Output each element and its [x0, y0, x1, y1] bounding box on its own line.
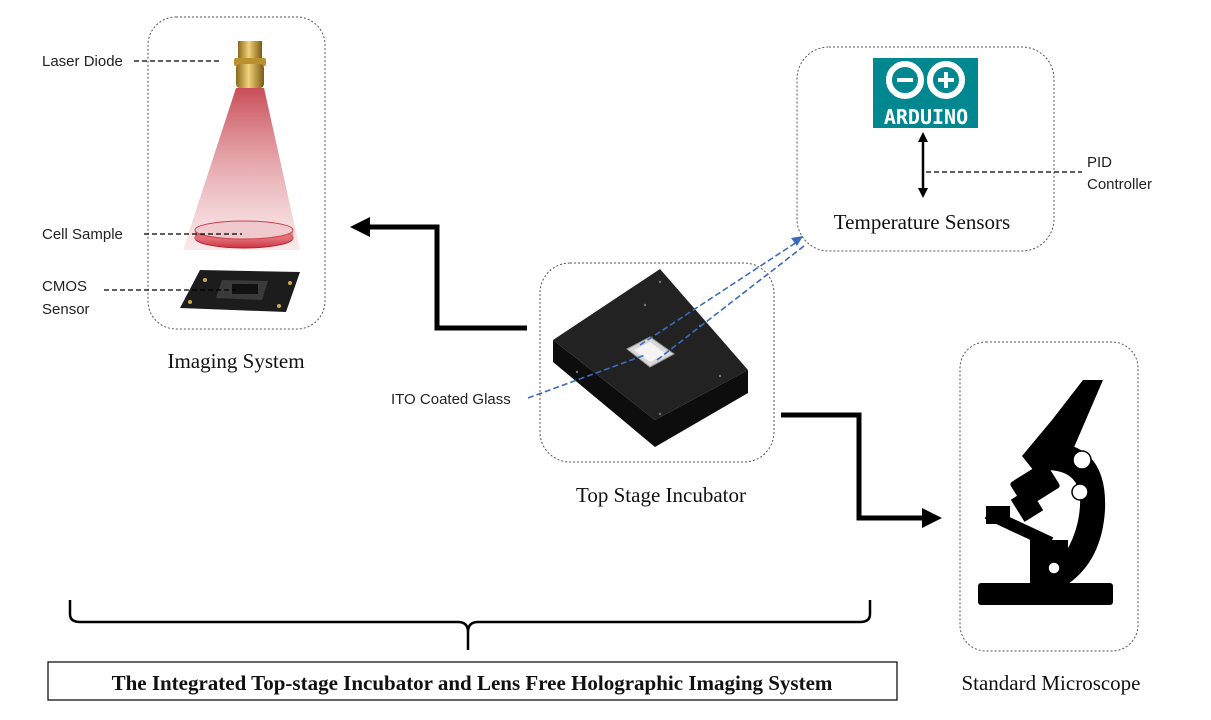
- cmos-label-line1: CMOS: [42, 278, 87, 295]
- cmos-sensor-icon: [180, 270, 300, 312]
- laser-diode-icon: [234, 41, 266, 88]
- incubator-device-icon: [553, 269, 748, 447]
- imaging-system-box: [147, 16, 326, 330]
- bottom-brace-group: The Integrated Top-stage Incubator and L…: [47, 600, 898, 701]
- incubator-caption: Top Stage Incubator: [576, 483, 746, 507]
- temperature-box: [796, 46, 1055, 252]
- incubator-box: [539, 262, 775, 463]
- sensor-link-line-2: [656, 245, 805, 361]
- temperature-group: ARDUINO PID Controller Temperature Senso…: [796, 46, 1152, 252]
- ito-leader-line: [527, 354, 646, 399]
- title-box: [47, 661, 898, 701]
- temperature-sensors-caption: Temperature Sensors: [834, 210, 1010, 234]
- flow-arrows: [350, 217, 942, 528]
- incubator-group: ITO Coated Glass Top Stage Incubator: [391, 236, 805, 507]
- microscope-caption: Standard Microscope: [961, 671, 1140, 695]
- system-title: The Integrated Top-stage Incubator and L…: [112, 671, 833, 695]
- cmos-label-line2: Sensor: [42, 301, 90, 318]
- ito-glass-label: ITO Coated Glass: [391, 391, 511, 408]
- arduino-logo-icon: ARDUINO: [873, 58, 978, 129]
- laser-diode-label: Laser Diode: [42, 53, 123, 70]
- arrow-to-microscope: [781, 412, 926, 521]
- arduino-logo-text: ARDUINO: [884, 105, 968, 129]
- imaging-system-caption: Imaging System: [167, 349, 304, 373]
- laser-beam: [183, 88, 300, 250]
- pid-label-line2: Controller: [1087, 176, 1152, 193]
- microscope-group: Standard Microscope: [959, 341, 1141, 695]
- cell-sample-label: Cell Sample: [42, 226, 123, 243]
- curly-brace: [68, 600, 872, 650]
- cell-sample-dish-icon: [194, 220, 294, 249]
- pid-label-line1: PID: [1087, 154, 1112, 171]
- arrow-to-imaging: [366, 224, 527, 331]
- microscope-silhouette-icon: [978, 380, 1113, 605]
- imaging-system-group: Laser Diode Cell Sample CMOS Sensor Imag…: [42, 16, 326, 373]
- sensor-link-line-1: [639, 239, 801, 346]
